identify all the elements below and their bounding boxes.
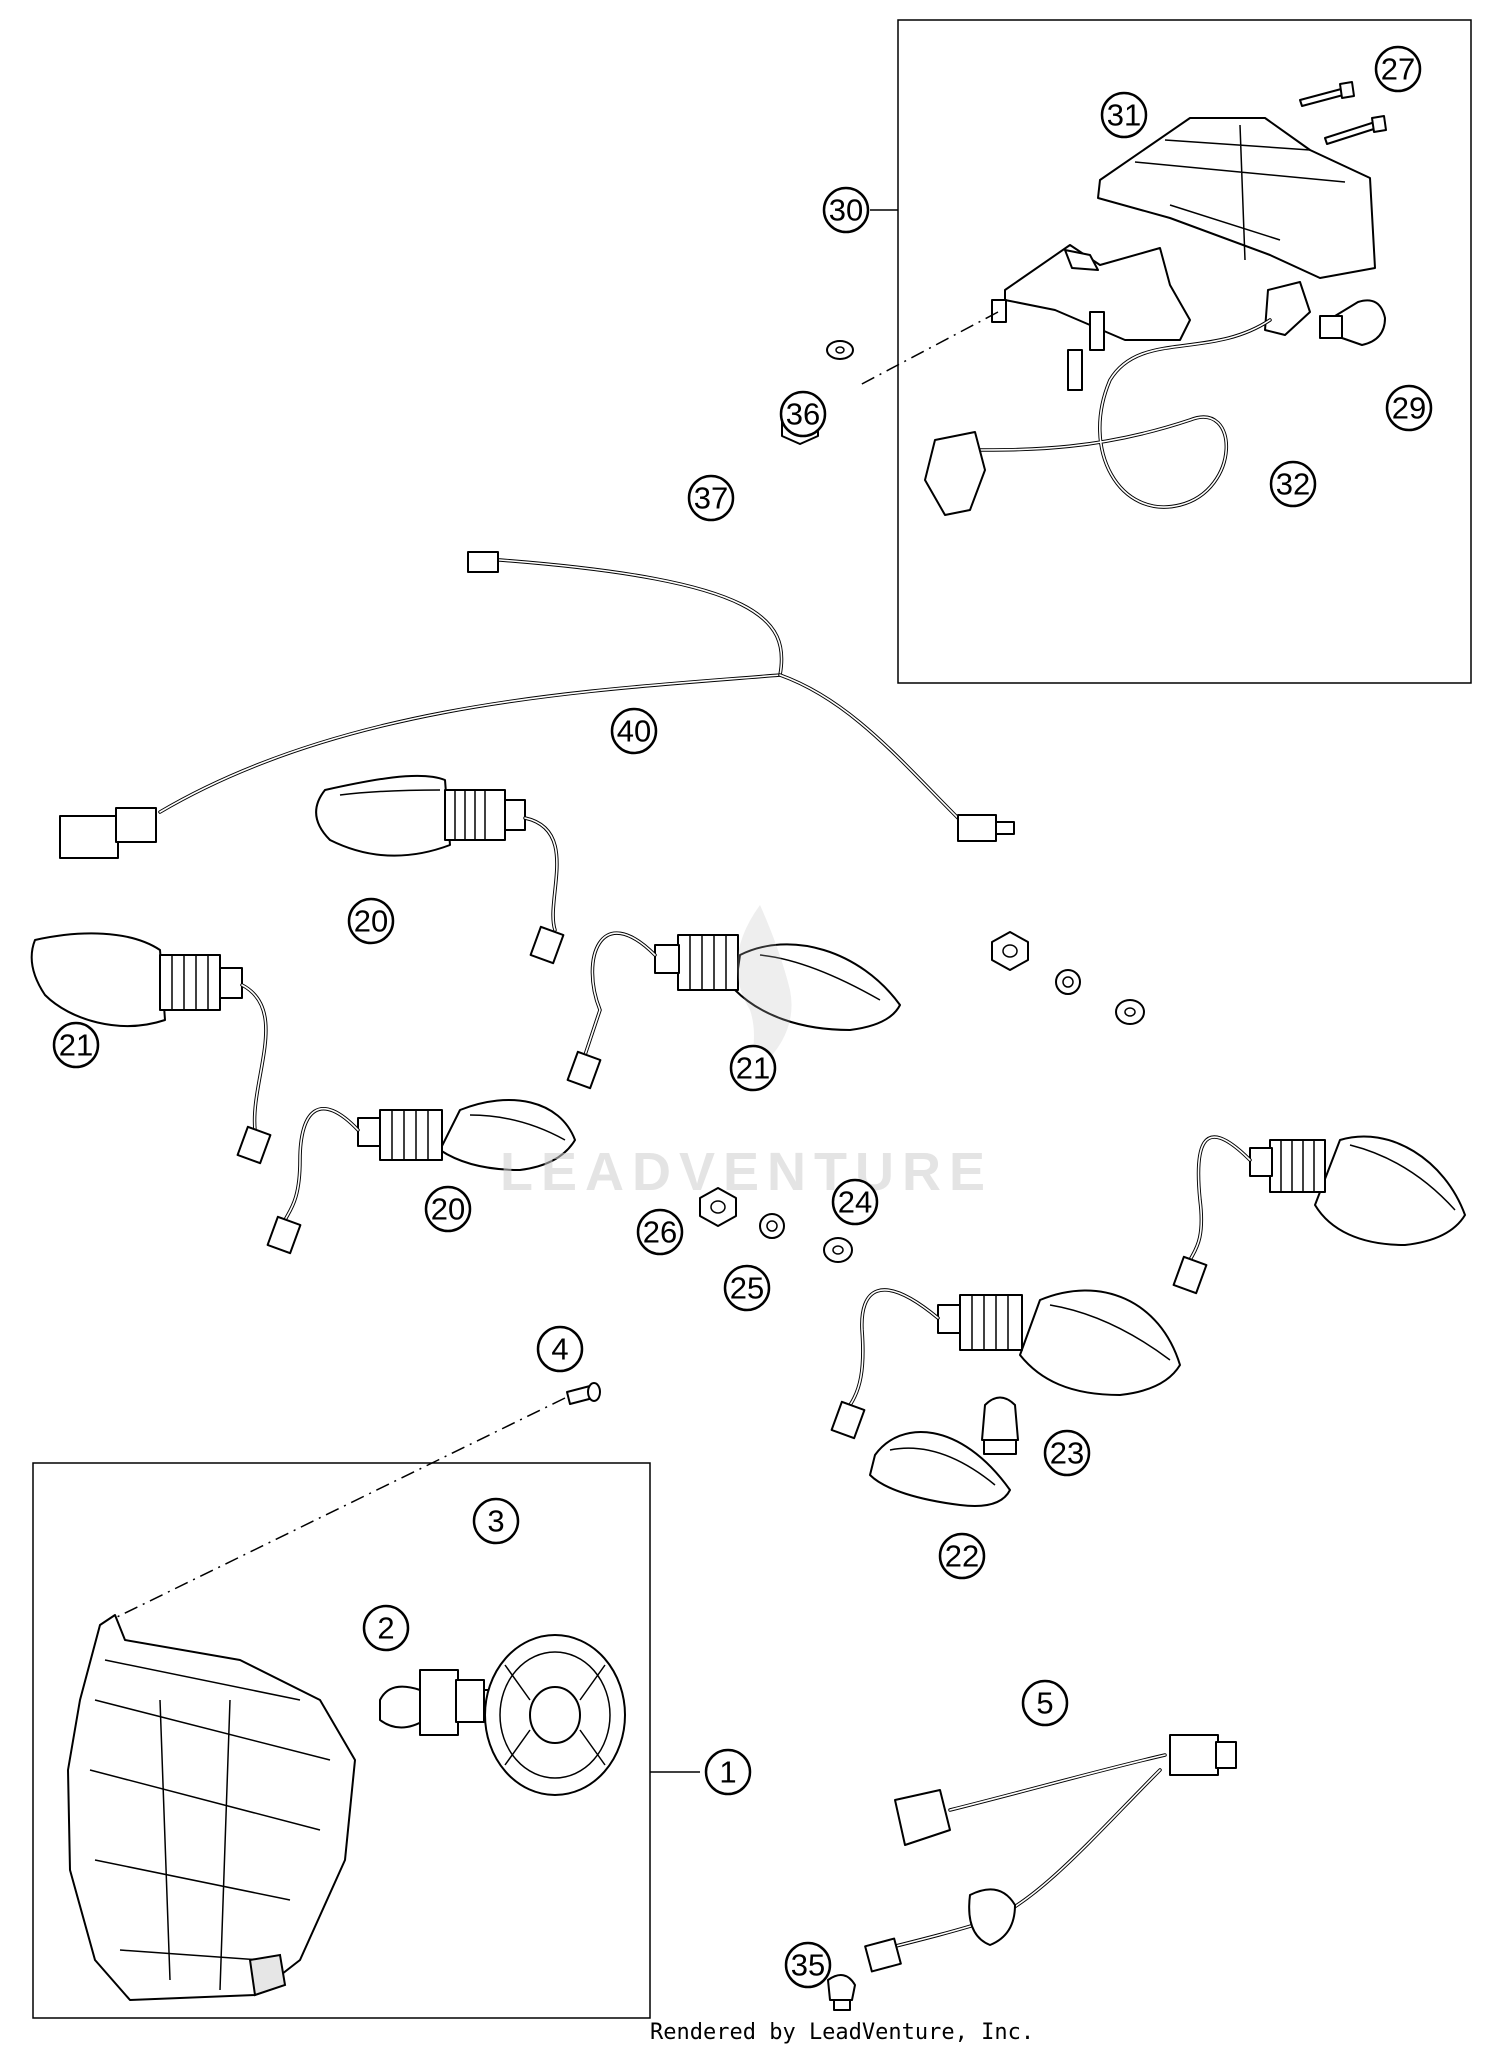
callout-35: 35 (784, 1941, 832, 1989)
tail-light-socket-cable (924, 281, 1311, 516)
callout-40: 40 (610, 707, 658, 755)
svg-text:29: 29 (1392, 391, 1426, 426)
svg-text:1: 1 (719, 1755, 736, 1790)
svg-text:40: 40 (617, 714, 651, 749)
svg-text:22: 22 (945, 1539, 979, 1574)
callout-23: 23 (1043, 1429, 1091, 1477)
headlight-dust-cap (484, 1634, 626, 1796)
svg-text:25: 25 (730, 1271, 764, 1306)
washer-36 (826, 340, 854, 360)
headlight-housing (67, 1614, 356, 2001)
tail-light-screws (1299, 81, 1387, 145)
callout-25: 25 (723, 1264, 771, 1312)
pilot-light-harness (864, 1734, 1237, 1973)
callout-24: 24 (831, 1178, 879, 1226)
callout-22: 22 (938, 1532, 986, 1580)
svg-text:5: 5 (1036, 1686, 1053, 1721)
callout-31: 31 (1100, 91, 1148, 139)
turn-signal-right-lower (830, 1288, 1181, 1440)
headlight-bulb (379, 1669, 499, 1736)
callout-2: 2 (362, 1604, 410, 1652)
watermark-flame-logo (737, 905, 792, 1080)
turn-signal-right-upper (1172, 1135, 1466, 1295)
headlight-frame (32, 1462, 700, 2019)
svg-text:21: 21 (736, 1051, 770, 1086)
svg-text:35: 35 (791, 1948, 825, 1983)
svg-text:2: 2 (377, 1611, 394, 1646)
svg-text:3: 3 (487, 1504, 504, 1539)
svg-text:32: 32 (1276, 467, 1310, 502)
callout-30: 30 (822, 186, 870, 234)
svg-text:37: 37 (694, 481, 728, 516)
svg-text:31: 31 (1107, 98, 1141, 133)
callout-27: 27 (1374, 45, 1422, 93)
callout-21-left: 21 (52, 1021, 100, 1069)
turn-signal-20-upper (315, 774, 565, 965)
callout-36: 36 (779, 390, 827, 438)
callout-4: 4 (536, 1325, 584, 1373)
svg-text:24: 24 (838, 1185, 872, 1220)
svg-text:21: 21 (59, 1028, 93, 1063)
callout-20-upper: 20 (347, 897, 395, 945)
callout-3: 3 (472, 1497, 520, 1545)
callout-37: 37 (687, 474, 735, 522)
footer-credit: Rendered by LeadVenture, Inc. (650, 2020, 1035, 2045)
mounting-hardware-upper (991, 931, 1145, 1025)
callout-26: 26 (636, 1208, 684, 1256)
svg-text:27: 27 (1381, 52, 1415, 87)
turn-signal-lens-22 (869, 1431, 1011, 1507)
tail-light-lens (1097, 117, 1376, 279)
callout-21-middle: 21 (729, 1044, 777, 1092)
callout-5: 5 (1021, 1679, 1069, 1727)
turn-signal-21-left (30, 932, 272, 1165)
washer-24 (823, 1237, 853, 1263)
callout-1: 1 (704, 1748, 752, 1796)
lock-washer-25 (759, 1213, 785, 1239)
tail-light-frame (870, 19, 1472, 684)
callout-20-lower: 20 (424, 1185, 472, 1233)
headlight-screw (114, 1382, 601, 1619)
svg-text:20: 20 (431, 1192, 465, 1227)
svg-text:26: 26 (643, 1215, 677, 1250)
svg-text:36: 36 (786, 397, 820, 432)
tail-light-bulb (1319, 299, 1386, 346)
turn-signal-20-lower (266, 1099, 576, 1255)
wiring-harness (59, 551, 1015, 859)
callout-32: 32 (1269, 460, 1317, 508)
mounting-nut-26 (699, 1187, 737, 1227)
callout-29: 29 (1385, 384, 1433, 432)
svg-text:4: 4 (551, 1332, 568, 1367)
turn-signal-21-middle (566, 931, 901, 1090)
pilot-light-bulb (827, 1974, 856, 2011)
watermark: LEADVENTURE (500, 1142, 993, 1202)
svg-text:20: 20 (354, 904, 388, 939)
svg-text:23: 23 (1050, 1436, 1084, 1471)
turn-signal-bulb-23 (981, 1396, 1019, 1455)
svg-text:30: 30 (829, 193, 863, 228)
tail-light-housing (859, 244, 1191, 391)
